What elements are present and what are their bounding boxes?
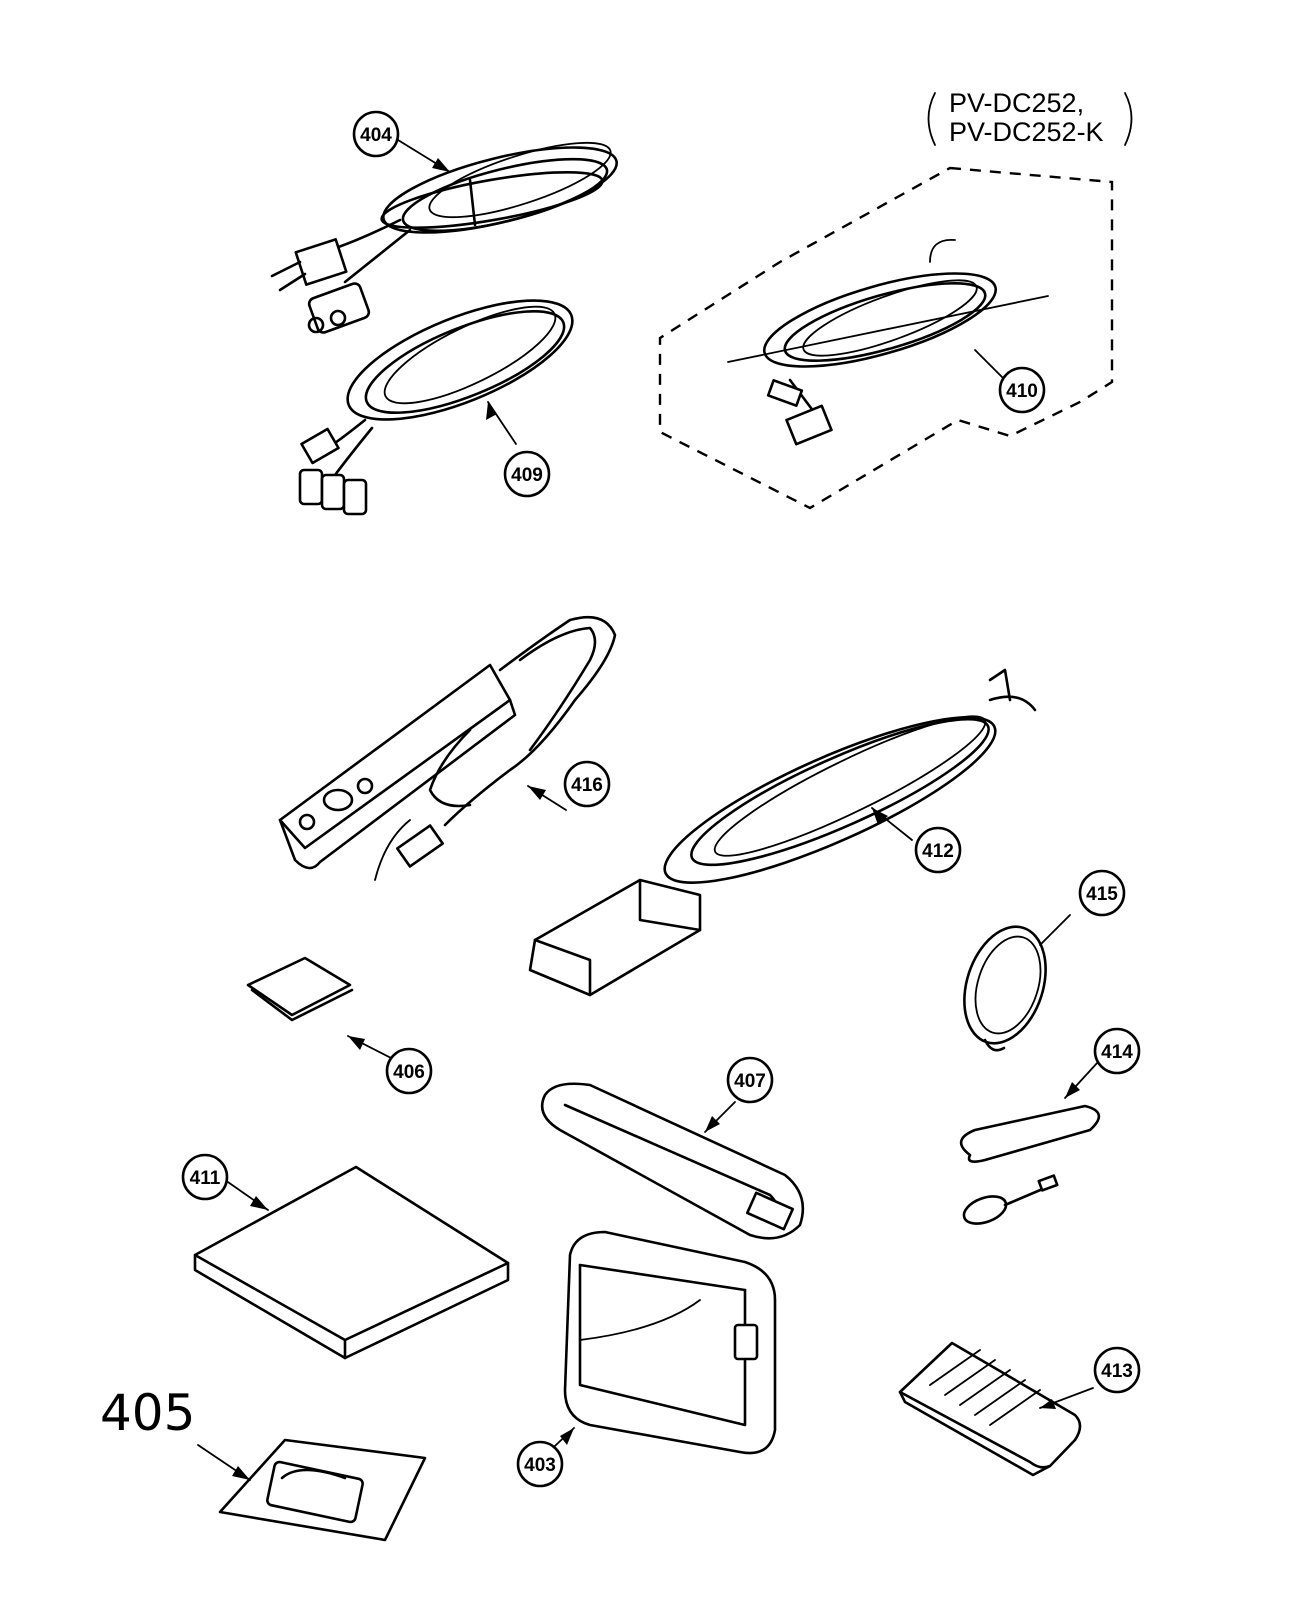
callout-416: 416: [563, 760, 611, 808]
leader-410: [974, 349, 1006, 381]
arrow-406: [348, 1036, 365, 1050]
callout-407: 407: [726, 1056, 774, 1104]
callout-label-416: 416: [571, 775, 603, 796]
callout-414: 414: [1093, 1027, 1141, 1075]
variant-note: PV-DC252, PV-DC252-K: [927, 88, 1133, 147]
callout-label-403: 403: [524, 1455, 556, 1476]
callout-413: 413: [1093, 1346, 1141, 1394]
callout-label-409: 409: [511, 465, 543, 486]
callout-label-406: 406: [393, 1062, 425, 1083]
callout-label-412: 412: [922, 841, 954, 862]
callout-label-413: 413: [1101, 1361, 1133, 1382]
carrying-case-illustration: [563, 1230, 777, 1455]
battery-illustration: [218, 1438, 427, 1542]
callout-404: 404: [352, 110, 400, 158]
leader-415: [1039, 914, 1071, 946]
callout-406: 406: [385, 1047, 433, 1095]
callout-label-415: 415: [1086, 884, 1118, 905]
arrow-414: [1065, 1082, 1080, 1098]
callout-label-414: 414: [1101, 1042, 1133, 1063]
ac-cord-illustration: [270, 141, 618, 334]
manual-book-illustration: [193, 1165, 510, 1360]
handwritten-label-405: 405: [100, 1384, 195, 1442]
lens-cap-illustration: [963, 925, 1047, 1052]
arrow-412: [872, 808, 888, 825]
arrow-413: [1040, 1399, 1056, 1409]
shoulder-strap-illustration: [540, 1082, 805, 1240]
remote-controller-illustration: [898, 1341, 1082, 1477]
arrow-416: [528, 786, 546, 800]
dc-cable-illustration: [528, 668, 1037, 997]
arrow-407: [705, 1116, 720, 1132]
arrow-404: [432, 158, 450, 172]
callout-label-407: 407: [734, 1071, 766, 1092]
callout-label-410: 410: [1006, 381, 1038, 402]
av-cable-illustration: [298, 299, 574, 516]
hand-strap-illustration: [959, 1104, 1101, 1225]
callout-label-404: 404: [360, 125, 392, 146]
callout-label-411: 411: [190, 1168, 221, 1189]
arrow-409: [486, 402, 497, 420]
sd-card-illustration: [246, 956, 354, 1022]
callout-412: 412: [914, 826, 962, 874]
callout-409: 409: [503, 450, 551, 498]
remote-grip-illustration: [278, 615, 617, 881]
callout-403: 403: [516, 1440, 564, 1488]
arrow-405: [232, 1466, 250, 1480]
arrow-403: [560, 1428, 574, 1445]
arrow-411: [250, 1196, 268, 1210]
callout-415: 415: [1078, 869, 1126, 917]
callout-411: 411: [181, 1153, 229, 1201]
callout-410: 410: [998, 366, 1046, 414]
variant-note-line2: PV-DC252-K: [949, 117, 1104, 147]
variant-note-line1: PV-DC252,: [949, 88, 1084, 118]
variant-dashed-region: [658, 166, 1114, 510]
usb-cable-illustration: [727, 239, 1049, 446]
